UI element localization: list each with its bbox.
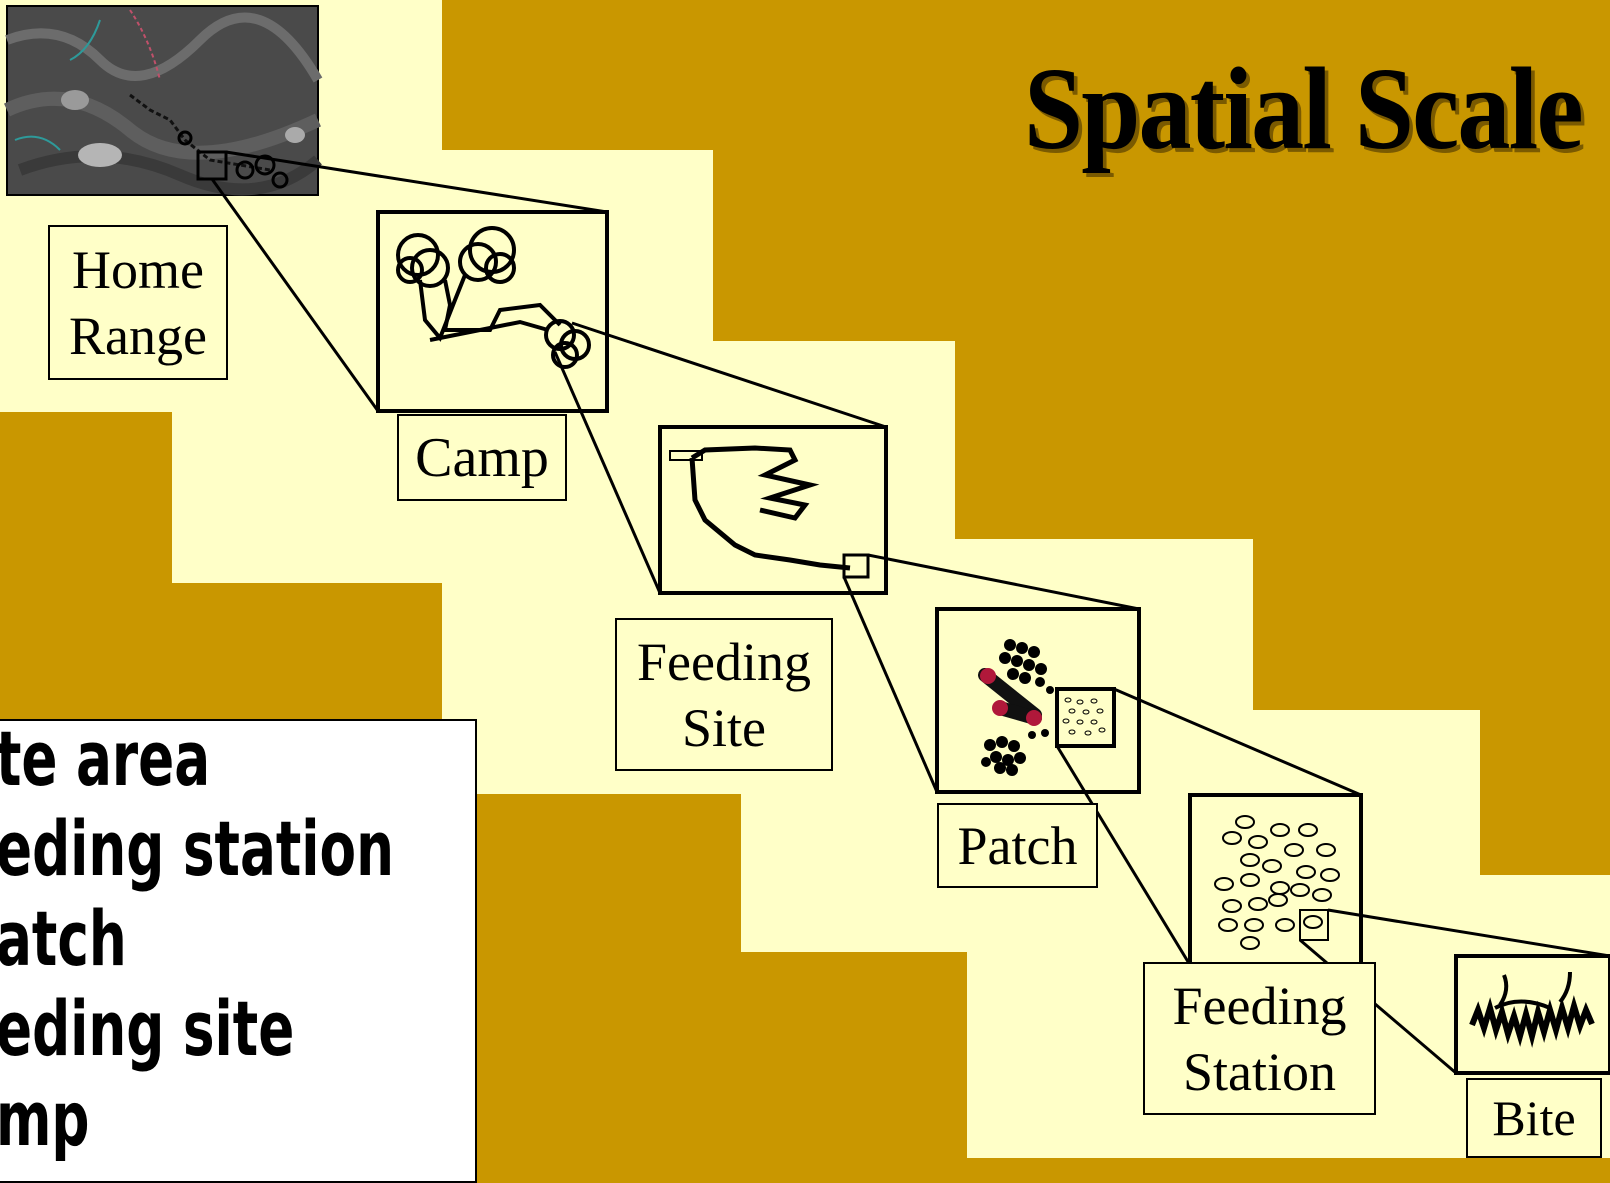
feeding-station-label-line1: Feeding bbox=[1172, 975, 1347, 1036]
feeding-station-label: Feeding Station bbox=[1143, 962, 1376, 1115]
patch-box bbox=[935, 607, 1141, 794]
home-range-map-image bbox=[3, 5, 323, 196]
list-item: eding station bbox=[0, 804, 394, 893]
bite-label: Bite bbox=[1466, 1078, 1602, 1158]
page-title: Spatial Scale bbox=[1024, 43, 1584, 174]
list-item: mp bbox=[0, 1074, 90, 1163]
bite-label-text: Bite bbox=[1492, 1090, 1576, 1146]
camp-box bbox=[376, 210, 609, 413]
list-item: atch bbox=[0, 894, 127, 983]
scale-list-panel: te area eding station atch eding site mp bbox=[0, 719, 477, 1183]
bite-box bbox=[1454, 954, 1610, 1075]
list-item: eding site bbox=[0, 984, 295, 1073]
feeding-site-label: Feeding Site bbox=[615, 618, 833, 771]
patch-label-text: Patch bbox=[957, 815, 1078, 876]
feeding-station-label-line2: Station bbox=[1182, 1041, 1336, 1102]
list-item: te area bbox=[0, 719, 211, 803]
feeding-station-box bbox=[1188, 793, 1363, 967]
home-range-label-line1: Home bbox=[72, 239, 204, 300]
feeding-site-label-line1: Feeding bbox=[637, 631, 811, 692]
camp-label: Camp bbox=[397, 414, 567, 501]
spatial-scale-diagram bbox=[0, 0, 1610, 1158]
home-range-label: Home Range bbox=[48, 225, 228, 380]
feeding-site-label-line2: Site bbox=[681, 697, 766, 758]
camp-label-text: Camp bbox=[415, 426, 549, 489]
feeding-site-box bbox=[658, 425, 888, 595]
home-range-label-line2: Range bbox=[69, 305, 207, 366]
patch-label: Patch bbox=[937, 803, 1098, 888]
